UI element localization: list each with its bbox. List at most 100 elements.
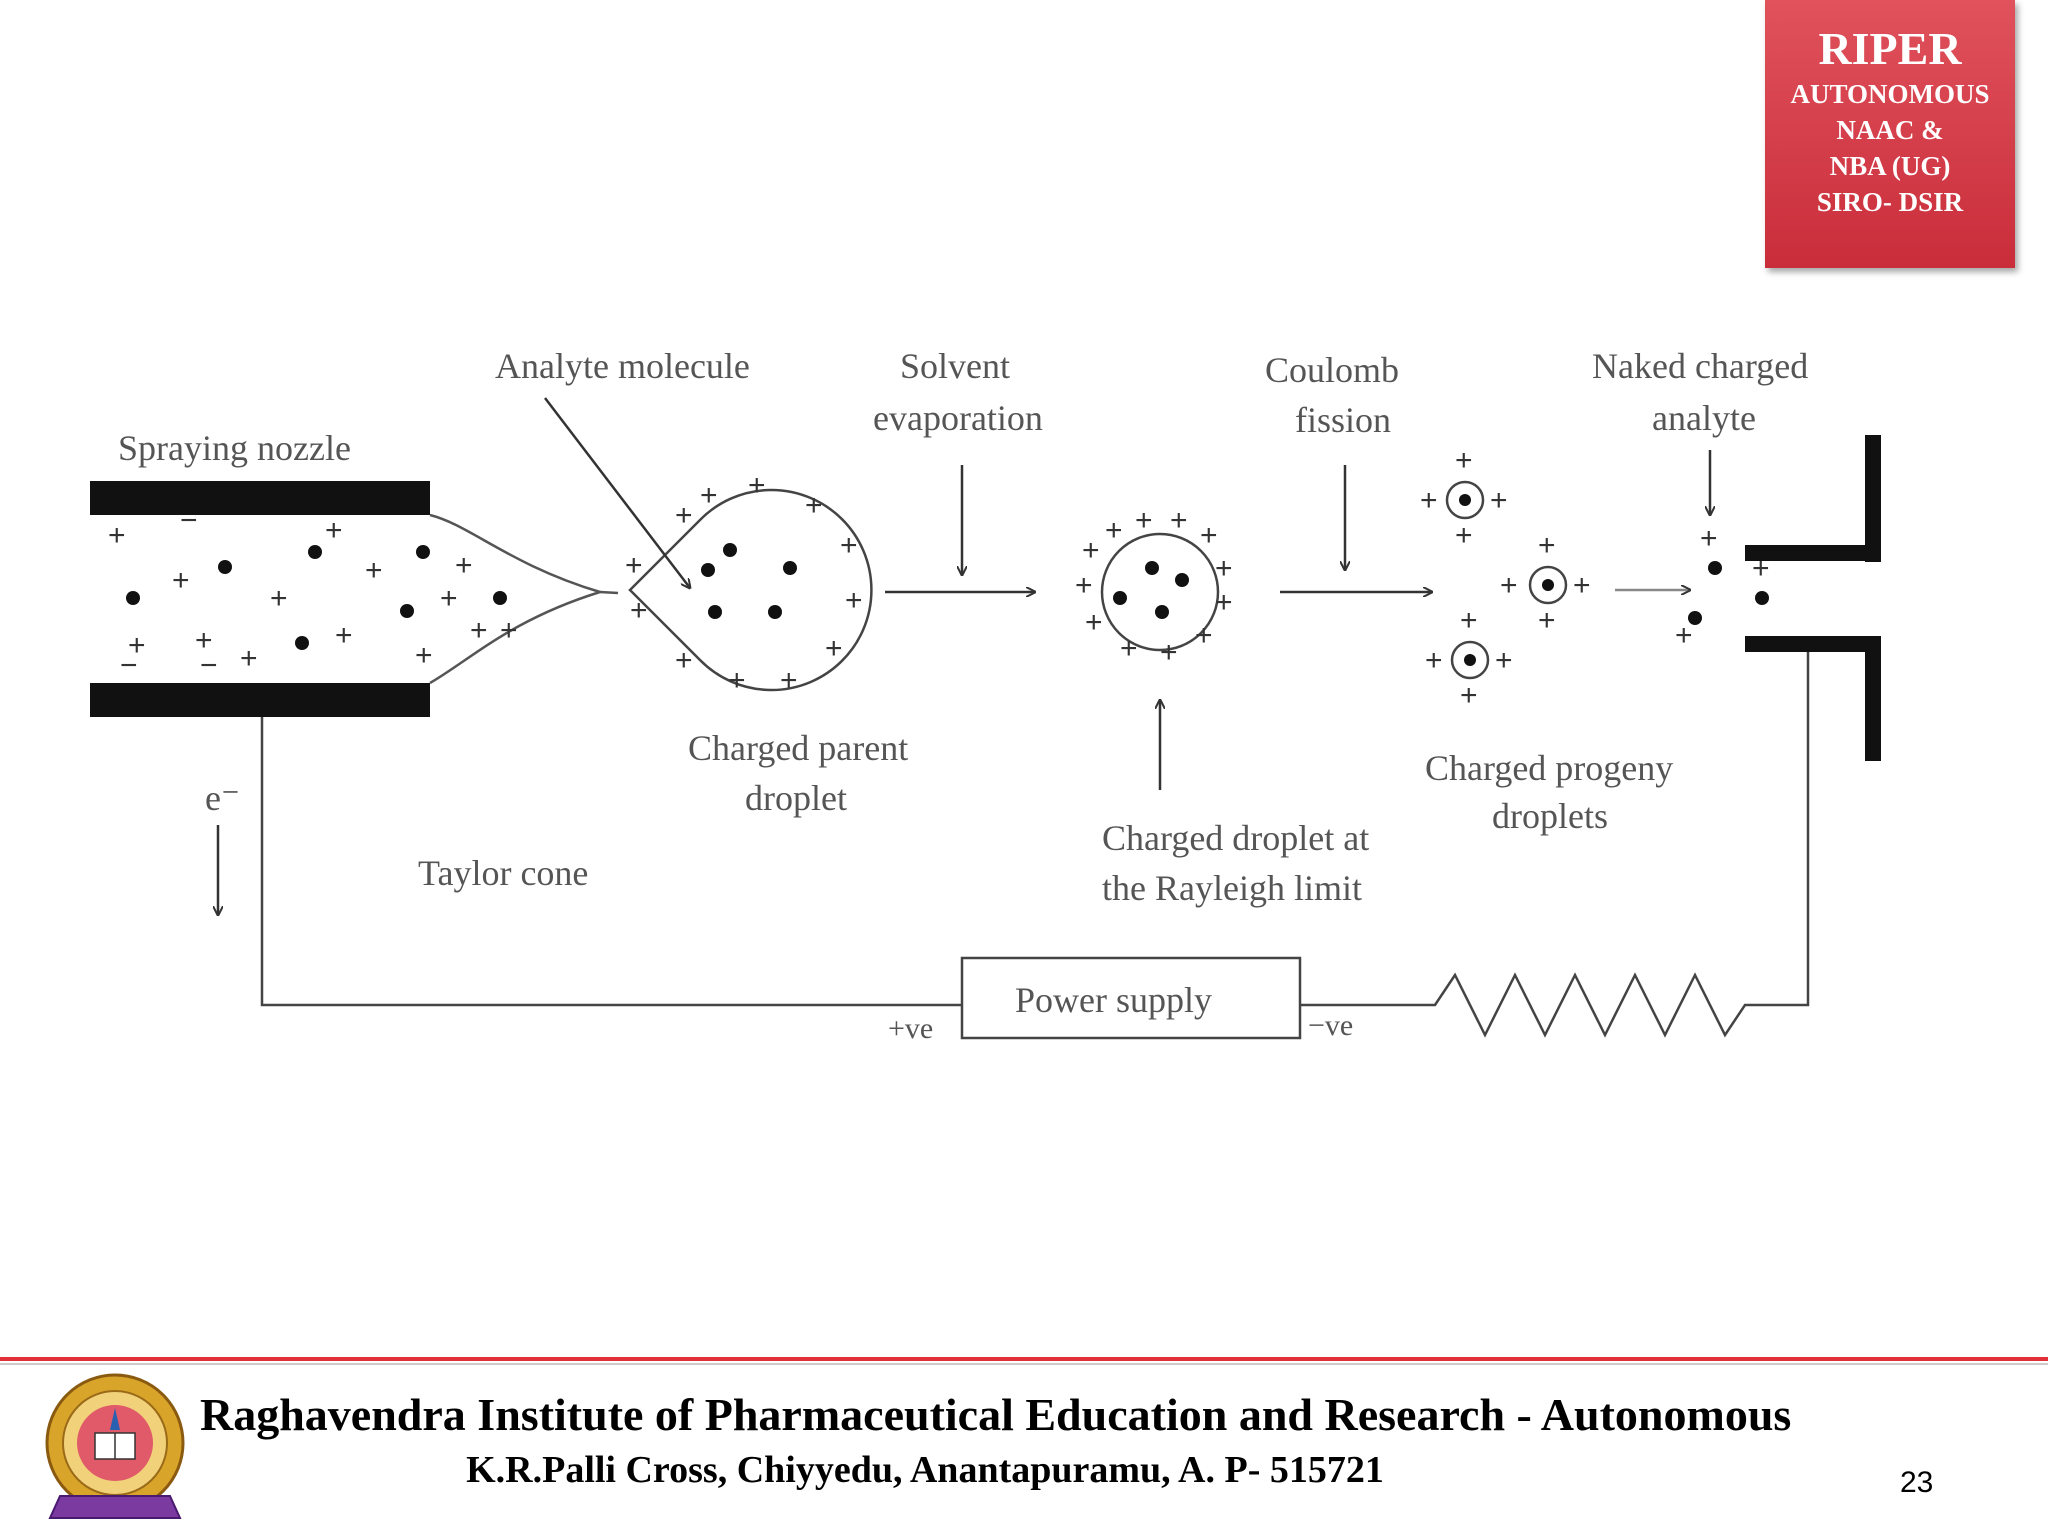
charge-plus: + <box>625 549 643 582</box>
charge-plus: + <box>1700 522 1718 555</box>
analyte-dot <box>723 543 737 557</box>
analyte-dot <box>1459 494 1471 506</box>
charge-plus: + <box>1460 604 1478 637</box>
cone-tip <box>599 590 619 595</box>
charge-minus: − <box>180 504 198 537</box>
charge-plus: + <box>1490 484 1508 517</box>
analyte-dot <box>400 604 414 618</box>
charge-plus: + <box>630 594 648 627</box>
label-electron: e⁻ <box>205 778 240 818</box>
nozzle-wall-top <box>90 481 430 515</box>
analyte-dot <box>493 591 507 605</box>
charge-plus: + <box>1495 644 1513 677</box>
circuit <box>218 652 1810 1040</box>
footer-divider <box>0 1357 2048 1361</box>
analyte-dot <box>1708 561 1722 575</box>
inlet-wall <box>1745 636 1881 652</box>
parent-droplet-outline <box>628 488 873 692</box>
charge-plus: + <box>1200 519 1218 552</box>
analyte-dot <box>768 605 782 619</box>
analyte-dot <box>1688 611 1702 625</box>
badge-title: RIPER <box>1818 23 1962 74</box>
charge-plus: + <box>675 499 693 532</box>
label-spraying-nozzle: Spraying nozzle <box>118 428 351 468</box>
charge-plus: + <box>1538 529 1556 562</box>
charge-plus: + <box>1135 504 1153 537</box>
charge-plus: + <box>325 514 343 547</box>
analyte-dot <box>218 560 232 574</box>
analyte-dot <box>701 563 715 577</box>
label-naked-charged-analyte: analyte <box>1652 398 1756 438</box>
label-coulomb-fission: fission <box>1295 400 1391 440</box>
analyte-dot <box>1145 561 1159 575</box>
charge-plus: + <box>455 549 473 582</box>
institute-name: Raghavendra Institute of Pharmaceutical … <box>200 1389 1792 1440</box>
taylor-cone-shape <box>429 513 605 685</box>
analyte-dot <box>1113 591 1127 605</box>
analyte-dot <box>1542 579 1554 591</box>
label-charged-parent-droplet: Charged parent <box>688 728 908 768</box>
badge-line: SIRO- DSIR <box>1816 187 1964 217</box>
charge-plus: + <box>500 614 518 647</box>
charge-plus: + <box>1455 519 1473 552</box>
electrospray-diagram: + + + + + + + + + + + + + + − − − + + + … <box>90 346 1881 1045</box>
charge-plus: + <box>1195 619 1213 652</box>
charge-plus: + <box>470 614 488 647</box>
charge-plus: + <box>440 582 458 615</box>
charge-plus: + <box>1455 444 1473 477</box>
label-progeny-droplets: droplets <box>1492 796 1608 836</box>
charge-plus: + <box>195 624 213 657</box>
charge-plus: + <box>728 664 746 697</box>
label-progeny-droplets: Charged progeny <box>1425 748 1673 788</box>
resistor <box>1300 652 1810 1038</box>
progeny-droplet <box>1528 565 1568 605</box>
page-number: 23 <box>1900 1466 1934 1499</box>
label-positive-terminal: +ve <box>888 1012 933 1045</box>
charge-plus: + <box>1215 552 1233 585</box>
label-naked-charged-analyte: Naked charged <box>1592 346 1808 386</box>
label-charged-parent-droplet: droplet <box>745 778 847 818</box>
charge-plus: + <box>1160 636 1178 669</box>
charge-plus: + <box>1075 569 1093 602</box>
charged-parent-droplet: + + + + + + + + + + + + <box>625 469 873 697</box>
charge-plus: + <box>1215 586 1233 619</box>
badge-line: NBA (UG) <box>1829 151 1951 181</box>
analyte-dot <box>1755 591 1769 605</box>
analyte-dot <box>308 545 322 559</box>
charge-plus: + <box>1675 619 1693 652</box>
label-negative-terminal: −ve <box>1308 1009 1353 1042</box>
charge-plus: + <box>108 519 126 552</box>
charge-plus: + <box>1420 484 1438 517</box>
charge-plus: + <box>1085 606 1103 639</box>
charge-plus: + <box>825 632 843 665</box>
institute-address: K.R.Palli Cross, Chiyyedu, Anantapuramu,… <box>466 1449 1384 1491</box>
charge-plus: + <box>700 479 718 512</box>
charge-plus: + <box>748 469 766 502</box>
charge-minus: − <box>120 649 138 682</box>
analyte-dot <box>126 591 140 605</box>
charge-plus: + <box>1460 679 1478 712</box>
accreditation-badge: RIPER AUTONOMOUS NAAC & NBA (UG) SIRO- D… <box>1765 0 2015 268</box>
charge-plus: + <box>172 564 190 597</box>
charge-plus: + <box>1120 632 1138 665</box>
ms-inlet <box>1745 435 1881 761</box>
label-solvent-evaporation: Solvent <box>900 346 1010 386</box>
analyte-dot <box>1464 654 1476 666</box>
charge-plus: + <box>415 639 433 672</box>
inlet-wall <box>1745 545 1881 561</box>
charge-plus: + <box>1105 514 1123 547</box>
analyte-pointer-arrow <box>544 397 690 588</box>
label-power-supply: Power supply <box>1015 980 1212 1020</box>
rayleigh-droplet: + + + + + + + + + + + + <box>1075 504 1233 669</box>
analyte-dot <box>1175 573 1189 587</box>
nozzle-contents: + + + + + + + + + + + + + + − − − <box>108 504 518 682</box>
charge-plus: + <box>1082 534 1100 567</box>
analyte-dot <box>416 545 430 559</box>
charge-plus: + <box>675 644 693 677</box>
label-rayleigh-droplet: the Rayleigh limit <box>1102 868 1362 908</box>
badge-line: AUTONOMOUS <box>1790 79 1990 109</box>
charge-plus: + <box>1500 569 1518 602</box>
charge-plus: + <box>128 629 146 662</box>
label-analyte-molecule: Analyte molecule <box>495 346 750 386</box>
institute-logo <box>45 1373 185 1519</box>
